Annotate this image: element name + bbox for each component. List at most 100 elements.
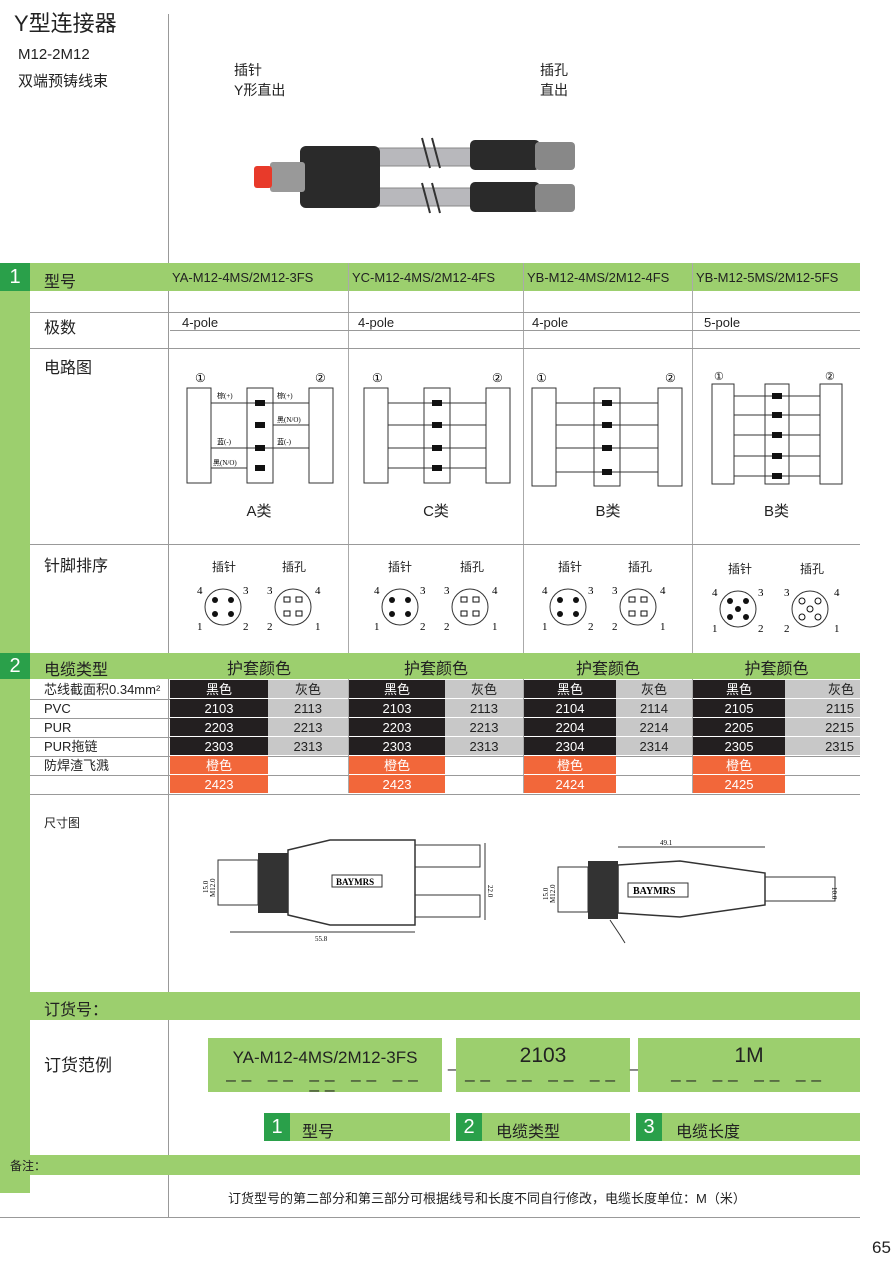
dimension-label: 尺寸图 xyxy=(44,816,81,830)
dimension-drawing-straight: BAYMRS 49.1 15.0 M12.0 10.0 xyxy=(542,839,838,944)
svg-text:1: 1 xyxy=(492,621,498,633)
svg-text:黑(N/O): 黑(N/O) xyxy=(213,459,237,467)
circuit-type-1: A类 xyxy=(246,503,272,520)
notes-text: 订货型号的第二部分和第三部分可根据线号和长度不同自行修改，电缆长度单位：M（米） xyxy=(228,1191,746,1206)
cable-cell xyxy=(785,756,860,774)
order-part-length-value: 1M xyxy=(734,1044,764,1067)
pin-male-3: 插针 xyxy=(558,560,583,574)
male-label-2: Y形直出 xyxy=(234,82,286,98)
order-part-cable: 2103 __ __ __ __ xyxy=(456,1038,630,1092)
model-label: 型号 xyxy=(44,274,77,291)
svg-text:4: 4 xyxy=(315,585,321,597)
order-part-model: YA-M12-4MS/2M12-3FS __ __ __ __ __ __ xyxy=(208,1038,442,1092)
model-row xyxy=(30,263,860,291)
cable-cell: 2115 xyxy=(785,699,860,717)
svg-text:2: 2 xyxy=(420,621,426,633)
svg-text:2: 2 xyxy=(267,621,273,633)
dim-diameter-1: 15.0 xyxy=(202,880,210,893)
male-label-1: 插针 xyxy=(234,62,262,78)
svg-text:1: 1 xyxy=(315,621,321,633)
subtitle-desc: 双端预铸线束 xyxy=(18,73,109,90)
cable-cell: 2423 xyxy=(349,775,445,793)
svg-text:4: 4 xyxy=(660,585,666,597)
dimension-drawing-y: BAYMRS 55.8 22.0 15.0 M12.0 xyxy=(202,839,494,943)
cable-cell: 2314 xyxy=(616,737,692,755)
legend-3: 3 电缆长度 xyxy=(636,1113,860,1141)
cable-row-label: PUR xyxy=(44,720,72,735)
female-label-2: 直出 xyxy=(540,82,568,98)
svg-text:①: ① xyxy=(195,371,206,385)
cable-cell: 2304 xyxy=(524,737,616,755)
order-part-model-value: YA-M12-4MS/2M12-3FS xyxy=(232,1048,418,1067)
pin-female-3: 插孔 xyxy=(628,560,653,574)
order-example-label: 订货范例 xyxy=(44,1056,112,1075)
dim-length-a: 55.8 xyxy=(315,935,328,943)
poles-4: 5-pole xyxy=(704,315,741,330)
svg-text:①: ① xyxy=(714,371,724,383)
cable-cell: 2213 xyxy=(445,718,523,736)
dim-length-c: 49.1 xyxy=(660,839,673,847)
svg-text:3: 3 xyxy=(588,585,594,597)
cable-cell: 2114 xyxy=(616,699,692,717)
cable-cell: 2424 xyxy=(524,775,616,793)
svg-text:1: 1 xyxy=(374,621,380,633)
dim-cable-diameter: 10.0 xyxy=(830,887,838,900)
cable-cell xyxy=(445,756,523,774)
cable-cell: 2104 xyxy=(524,699,616,717)
cable-row-label: PVC xyxy=(44,701,71,716)
cable-cell: 橙色 xyxy=(524,756,616,774)
svg-text:3: 3 xyxy=(243,585,249,597)
cable-cell: 橙色 xyxy=(170,756,268,774)
svg-text:②: ② xyxy=(825,371,835,383)
svg-text:①: ① xyxy=(536,371,547,385)
poles-1: 4-pole xyxy=(182,315,219,330)
jacket-header-4: 护套颜色 xyxy=(744,661,809,678)
cable-cell: 灰色 xyxy=(785,680,860,698)
pin-female-1: 插孔 xyxy=(282,560,307,574)
cable-cell: 2205 xyxy=(693,718,785,736)
svg-text:1: 1 xyxy=(712,623,718,635)
cable-cell: 2423 xyxy=(170,775,268,793)
circuit-type-4: B类 xyxy=(763,503,789,520)
cable-cell: 黑色 xyxy=(693,680,785,698)
jacket-header-1: 护套颜色 xyxy=(226,661,291,678)
cable-cell: 灰色 xyxy=(616,680,692,698)
cable-row-label: PUR拖链 xyxy=(44,739,98,754)
page-title: Y型连接器 xyxy=(14,11,117,36)
cable-cell: 2113 xyxy=(445,699,523,717)
cable-cell: 2105 xyxy=(693,699,785,717)
poles-2: 4-pole xyxy=(358,315,395,330)
svg-text:2: 2 xyxy=(612,621,618,633)
pin-female-4: 插孔 xyxy=(800,562,825,576)
svg-text:3: 3 xyxy=(612,585,618,597)
jacket-header-2: 护套颜色 xyxy=(403,661,468,678)
cable-cell: 2204 xyxy=(524,718,616,736)
legend-2: 2 电缆类型 xyxy=(456,1113,630,1141)
svg-text:2: 2 xyxy=(243,621,249,633)
cable-cell xyxy=(616,756,692,774)
column-divider xyxy=(168,14,169,1218)
cable-row-label: 芯线截面积0.34mm² xyxy=(44,682,161,697)
svg-text:蓝(-): 蓝(-) xyxy=(277,437,292,446)
product-image xyxy=(254,137,575,214)
svg-text:棕(+): 棕(+) xyxy=(277,391,293,400)
order-part-length: 1M __ __ __ __ xyxy=(638,1038,860,1092)
pin-male-1: 插针 xyxy=(212,560,237,574)
cable-cell: 灰色 xyxy=(268,680,348,698)
svg-text:①: ① xyxy=(372,371,383,385)
cable-cell: 2315 xyxy=(785,737,860,755)
cable-cell: 2305 xyxy=(693,737,785,755)
cable-cell: 2425 xyxy=(693,775,785,793)
pin-male-4: 插针 xyxy=(728,562,753,576)
svg-text:2: 2 xyxy=(784,623,790,635)
dim-diameter-2: 15.0 xyxy=(542,887,550,900)
svg-text:蓝(-): 蓝(-) xyxy=(217,437,232,446)
dim-thread-2: M12.0 xyxy=(549,884,557,903)
svg-text:1: 1 xyxy=(660,621,666,633)
cable-cell xyxy=(268,756,348,774)
svg-text:3: 3 xyxy=(784,587,790,599)
order-dash-2: _ xyxy=(630,1052,640,1071)
